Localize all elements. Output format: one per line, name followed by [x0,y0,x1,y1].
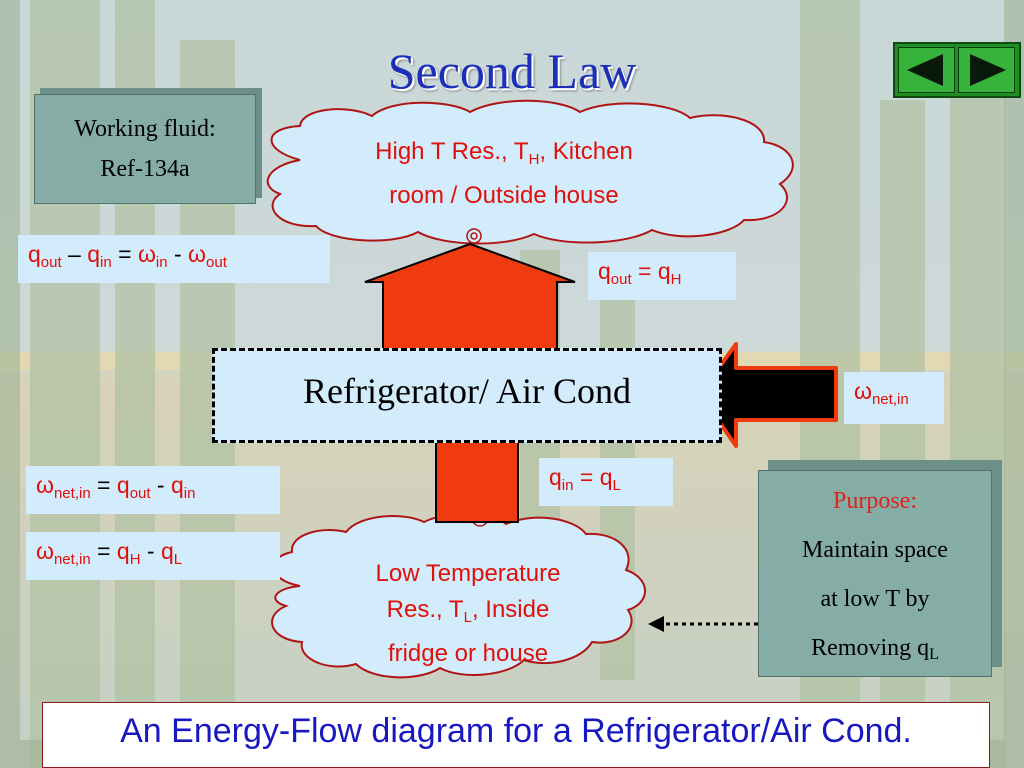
slide-navigation [893,42,1021,98]
triangle-left-icon [907,54,943,86]
next-slide-button[interactable] [958,47,1015,93]
purpose-heading: Purpose: [833,488,917,514]
working-fluid-label: Working fluid: [74,116,216,142]
purpose-box: Purpose: Maintain space at low T by Remo… [758,470,992,677]
page-title: Second Law [387,43,637,99]
heat-in-equation: qin = qL [539,458,673,506]
net-work-equation-2: ωnet,in = qH - qL [26,532,280,580]
refrigerator-label: Refrigerator/ Air Cond [303,371,631,411]
previous-slide-button[interactable] [898,47,955,93]
low-temperature-reservoir-label: Low Temperature Res., TL, Inside fridge … [375,560,561,667]
net-work-equation-1: ωnet,in = qout - qin [26,466,280,514]
refrigerator-box: Refrigerator/ Air Cond [212,348,722,443]
net-work-label: ωnet,in [844,372,944,424]
working-fluid-box: Working fluid: Ref-134a [34,94,256,204]
heat-out-equation: qout = qH [588,252,736,300]
working-fluid-value: Ref-134a [100,156,190,182]
energy-balance-equation: qout – qin = ωin - ωout [18,235,330,283]
triangle-right-icon [970,54,1006,86]
low-temperature-cloud-shape [271,513,646,679]
caption: An Energy-Flow diagram for a Refrigerato… [42,702,990,768]
dotted-connector-arrow [648,616,774,632]
high-temperature-reservoir-label: High T Res., TH, Kitchen room / Outside … [375,138,633,209]
high-temperature-cloud-shape [266,99,794,245]
